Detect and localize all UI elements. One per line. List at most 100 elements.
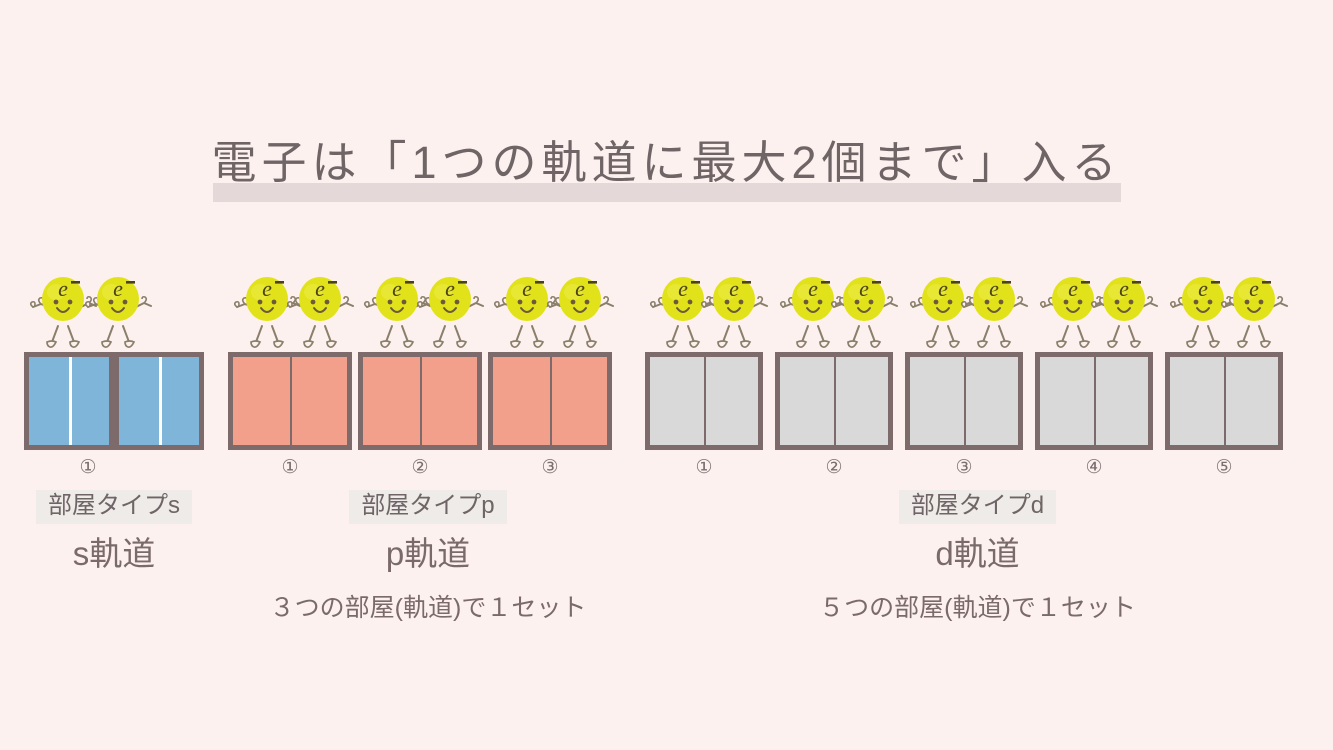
electron-character-icon: e [417, 276, 485, 348]
orbital-slot-right[interactable] [69, 357, 109, 445]
electron-charge-sign [1211, 281, 1221, 284]
electron-charge-sign [126, 281, 136, 284]
electron-symbol-text: e [445, 276, 455, 301]
electron-symbol-text: e [392, 276, 402, 301]
electron-charge-sign [741, 281, 751, 284]
title-highlight-bar [213, 183, 1121, 202]
electron-symbol-text: e [262, 276, 272, 301]
electron-p-3: e [363, 268, 431, 352]
orbital-slot-right[interactable] [704, 357, 758, 445]
room-type-label-d: 部屋タイプd [898, 490, 1057, 525]
box-number-p-2: ② [411, 457, 429, 478]
orbital-slot-right[interactable] [159, 357, 199, 445]
electron-d-2: e [700, 268, 768, 352]
electron-character-icon: e [1170, 276, 1238, 348]
orbital-slot-right[interactable] [550, 357, 607, 445]
electron-symbol-text: e [1068, 276, 1078, 301]
electron-character-icon: e [1040, 276, 1108, 348]
electron-character-icon: e [363, 276, 431, 348]
orbital-slot-left[interactable] [780, 357, 834, 445]
electron-character-icon: e [1220, 276, 1288, 348]
room-type-label-s: 部屋タイプs [36, 490, 192, 525]
orbital-name-p: p軌道 [385, 535, 471, 572]
electron-symbol-text: e [114, 276, 124, 301]
orbital-group-s: e e ① 部屋タイプs s軌道 [24, 268, 204, 588]
orbital-slot-left[interactable] [363, 357, 420, 445]
orbital-slot-left[interactable] [233, 357, 290, 445]
electron-character-icon: e [30, 276, 98, 348]
orbital-box-p-3[interactable] [488, 352, 612, 450]
orbital-slot-left[interactable] [650, 357, 704, 445]
orbital-name-s: s軌道 [72, 535, 156, 572]
box-number-s-1: ① [79, 457, 97, 478]
electron-charge-sign [274, 281, 284, 284]
electron-d-10: e [1220, 268, 1288, 352]
page-title-wrap: 電子は「1つの軌道に最大2個まで」入る [0, 126, 1333, 191]
orbital-group-d: e e [645, 268, 1310, 624]
electron-row-d: e e [645, 268, 1310, 352]
electron-charge-sign [71, 281, 81, 284]
orbital-group-p: e e [228, 268, 628, 624]
orbital-box-d-2[interactable] [775, 352, 893, 450]
orbital-name-d: d軌道 [935, 535, 1020, 572]
orbital-slot-right[interactable] [1224, 357, 1278, 445]
electron-character-icon: e [85, 276, 153, 348]
orbital-box-d-4[interactable] [1035, 352, 1153, 450]
electron-p-6: e [546, 268, 615, 352]
orbital-box-d-3[interactable] [905, 352, 1023, 450]
electron-charge-sign [1001, 281, 1011, 284]
electron-charge-sign [404, 281, 414, 284]
orbital-boxes-p [228, 352, 628, 450]
electron-s-2: e [84, 268, 153, 352]
orbital-slot-right[interactable] [834, 357, 888, 445]
electron-d-8: e [1090, 268, 1158, 352]
electron-symbol-text: e [938, 276, 948, 301]
electron-p-2: e [286, 268, 355, 352]
electron-charge-sign [871, 281, 881, 284]
orbital-box-s-2[interactable] [114, 352, 204, 450]
orbital-boxes-d [645, 352, 1310, 450]
box-number-d-3: ③ [955, 457, 973, 478]
electron-charge-sign [1131, 281, 1141, 284]
orbital-box-s-1[interactable] [24, 352, 114, 450]
electron-charge-sign [821, 281, 831, 284]
orbital-slot-left[interactable] [119, 357, 159, 445]
electron-character-icon: e [830, 276, 898, 348]
electron-character-icon: e [1090, 276, 1158, 348]
box-numbers-s: ① [24, 456, 204, 486]
electron-charge-sign [691, 281, 701, 284]
box-number-d-2: ② [825, 457, 843, 478]
orbital-slot-left[interactable] [910, 357, 964, 445]
orbital-box-d-1[interactable] [645, 352, 763, 450]
electron-p-4: e [416, 268, 485, 352]
box-number-p-3: ③ [541, 457, 559, 478]
orbital-slot-right[interactable] [420, 357, 477, 445]
electron-d-7: e [1039, 268, 1108, 352]
orbital-slot-left[interactable] [29, 357, 69, 445]
electron-character-icon: e [700, 276, 768, 348]
orbital-box-d-5[interactable] [1165, 352, 1283, 450]
electron-d-6: e [960, 268, 1028, 352]
electron-character-icon: e [547, 276, 615, 348]
electron-symbol-text: e [1249, 276, 1259, 301]
orbital-slot-left[interactable] [493, 357, 550, 445]
electron-symbol-text: e [1119, 276, 1129, 301]
orbital-slot-right[interactable] [290, 357, 347, 445]
electron-character-icon: e [910, 276, 978, 348]
electron-symbol-text: e [58, 276, 68, 301]
orbital-slot-left[interactable] [1170, 357, 1224, 445]
orbital-slot-right[interactable] [1094, 357, 1148, 445]
electron-character-icon: e [493, 276, 561, 348]
orbital-box-p-2[interactable] [358, 352, 482, 450]
electron-s-1: e [29, 268, 98, 352]
orbital-box-p-1[interactable] [228, 352, 352, 450]
electron-p-1: e [233, 268, 301, 352]
electron-symbol-text: e [575, 276, 585, 301]
orbital-slot-left[interactable] [1040, 357, 1094, 445]
electron-d-9: e [1169, 268, 1238, 352]
room-type-label-p: 部屋タイプp [349, 490, 507, 525]
electron-charge-sign [458, 281, 468, 284]
orbital-slot-right[interactable] [964, 357, 1018, 445]
